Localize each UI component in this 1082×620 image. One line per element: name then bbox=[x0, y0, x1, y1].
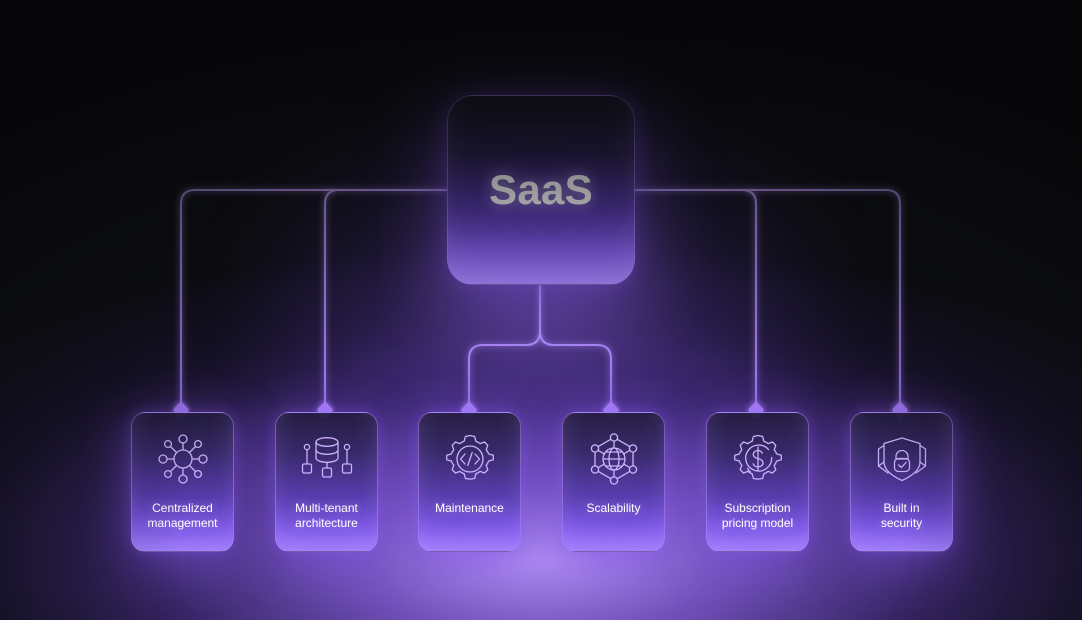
node-card-label: Maintenance bbox=[435, 501, 504, 515]
database-nodes-icon bbox=[301, 437, 352, 478]
gear-code-icon bbox=[445, 434, 494, 480]
gear-dollar-icon bbox=[733, 434, 782, 480]
hub-node-saas[interactable]: SaaS bbox=[447, 95, 635, 285]
node-card-label: Centralized management bbox=[147, 501, 218, 530]
node-card-built-in-security[interactable]: Built in security bbox=[850, 412, 953, 552]
node-card-label: Built in security bbox=[880, 501, 923, 530]
node-card-centralized-management[interactable]: Centralized management bbox=[131, 412, 234, 552]
globe-network-icon bbox=[590, 433, 637, 485]
hub-node-label: SaaS bbox=[489, 166, 593, 213]
shield-lock-icon bbox=[877, 437, 926, 482]
hub-network-icon bbox=[157, 434, 208, 484]
node-card-maintenance[interactable]: Maintenance bbox=[418, 412, 521, 552]
node-card-subscription-pricing-model[interactable]: Subscription pricing model bbox=[706, 412, 809, 552]
node-card-label: Scalability bbox=[586, 501, 641, 515]
node-card-label: Subscription pricing model bbox=[721, 501, 794, 530]
node-card-multi-tenant-architecture[interactable]: Multi-tenant architecture bbox=[275, 412, 378, 552]
node-card-scalability[interactable]: Scalability bbox=[562, 412, 665, 552]
node-card-label: Multi-tenant architecture bbox=[295, 501, 358, 530]
